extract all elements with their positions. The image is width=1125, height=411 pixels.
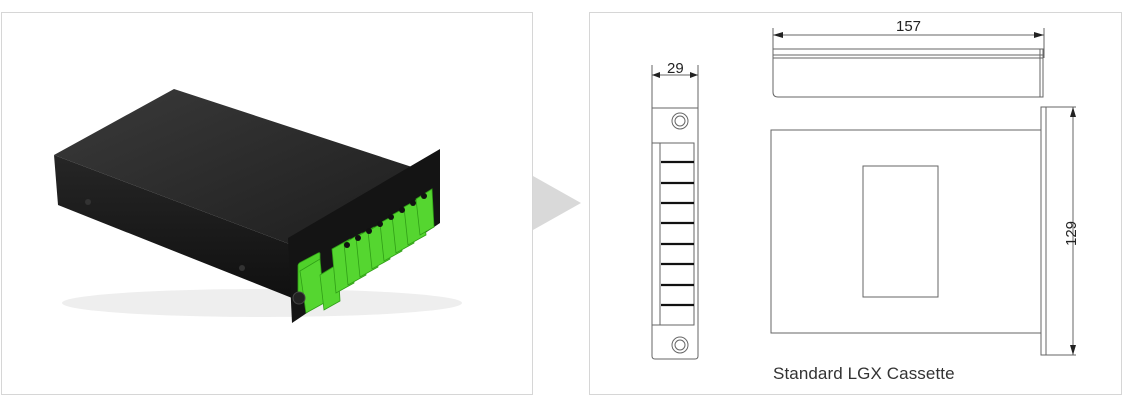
- width-dimension-label: 29: [667, 60, 684, 77]
- cassette-top-face: [54, 89, 412, 245]
- product-photo-panel: [1, 12, 533, 395]
- front-view: 29: [651, 60, 699, 360]
- sc-connectors: [297, 188, 435, 314]
- top-view: 157: [772, 18, 1045, 98]
- dimension-drawing: 29 157 129: [651, 18, 1080, 360]
- height-dimension-label: 129: [1063, 221, 1080, 246]
- cassette-photo: [54, 89, 462, 323]
- length-dimension-label: 157: [896, 18, 921, 35]
- technical-drawing-panel: 29 157 129 Standard LGX Casse: [589, 12, 1122, 395]
- drawing-caption: Standard LGX Cassette: [773, 364, 955, 383]
- side-view: 129: [770, 106, 1080, 356]
- cassette-side-face: [54, 155, 292, 298]
- arrow-right-icon: [533, 176, 581, 230]
